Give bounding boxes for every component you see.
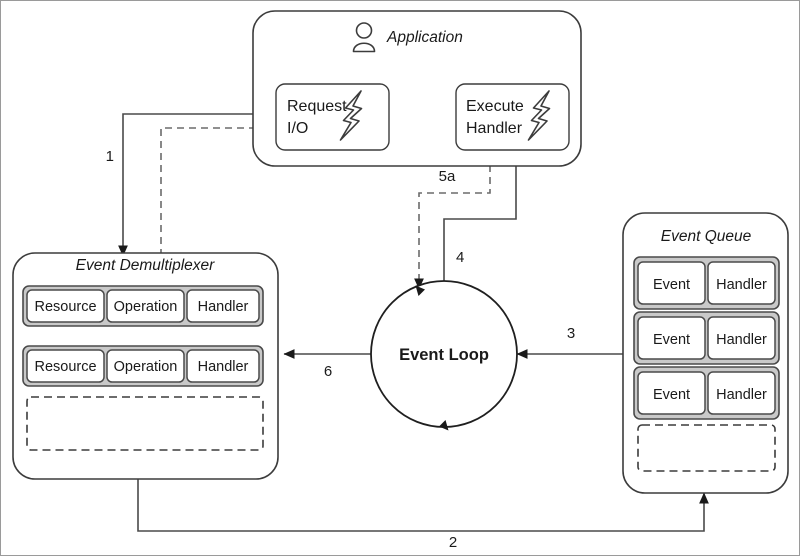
execute-handler-label-line2: Handler xyxy=(466,120,523,137)
event-demultiplexer-container[interactable]: Event Demultiplexer Resource Operation H… xyxy=(12,252,279,480)
execute-handler-label-line1: Execute xyxy=(466,98,524,115)
event-loop-node[interactable]: Event Loop xyxy=(370,280,518,431)
queue-cell-handler: Handler xyxy=(716,387,767,403)
event-demultiplexer-title: Event Demultiplexer xyxy=(76,257,216,274)
execute-handler-box[interactable]: Execute Handler xyxy=(455,83,570,151)
demux-row[interactable]: Resource Operation Handler xyxy=(22,285,264,327)
lightning-bolt-icon xyxy=(527,90,551,141)
request-io-label-line1: Request xyxy=(287,98,347,115)
step-label-6: 6 xyxy=(324,363,332,380)
demux-empty-slot[interactable] xyxy=(26,396,264,451)
queue-cell-event: Event xyxy=(653,332,690,348)
queue-empty-slot[interactable] xyxy=(637,424,776,472)
queue-row[interactable]: Event Handler xyxy=(633,366,780,420)
demux-cell-operation: Operation xyxy=(114,299,178,315)
queue-cell-handler: Handler xyxy=(716,332,767,348)
event-loop-rotation-arrow-bottom xyxy=(439,420,449,431)
connector-step-3: 3 xyxy=(516,325,623,359)
event-loop-label: Event Loop xyxy=(399,346,489,364)
application-container[interactable]: Application Request I/O Execute Handler xyxy=(252,10,582,167)
step-label-2: 2 xyxy=(449,534,457,551)
demux-cell-handler: Handler xyxy=(198,299,249,315)
event-queue-title: Event Queue xyxy=(661,228,752,245)
demux-row[interactable]: Resource Operation Handler xyxy=(22,345,264,387)
step-label-1: 1 xyxy=(106,148,114,165)
demux-cell-resource: Resource xyxy=(34,299,96,315)
person-icon xyxy=(352,22,376,53)
queue-row[interactable]: Event Handler xyxy=(633,256,780,310)
demux-cell-handler: Handler xyxy=(198,359,249,375)
connector-step-6: 6 xyxy=(283,349,371,380)
queue-cell-event: Event xyxy=(653,277,690,293)
demux-cell-resource: Resource xyxy=(34,359,96,375)
step-label-5a: 5a xyxy=(439,168,456,185)
demux-cell-operation: Operation xyxy=(114,359,178,375)
lightning-bolt-icon xyxy=(339,90,363,141)
connector-demux-to-request-io xyxy=(160,123,284,256)
step-label-3: 3 xyxy=(567,325,575,342)
event-loop-rotation-arrow-top xyxy=(415,285,425,296)
connector-step-2: 2 xyxy=(137,479,709,551)
queue-cell-handler: Handler xyxy=(716,277,767,293)
step-label-4: 4 xyxy=(456,249,464,266)
application-title: Application xyxy=(386,29,463,46)
request-io-box[interactable]: Request I/O xyxy=(275,83,390,151)
connector-step-1: 1 xyxy=(106,113,291,257)
queue-cell-event: Event xyxy=(653,387,690,403)
queue-row[interactable]: Event Handler xyxy=(633,311,780,365)
connector-step-5a: 5a xyxy=(414,153,491,290)
event-queue-container[interactable]: Event Queue Event Handler Event Handler xyxy=(622,212,789,494)
request-io-label-line2: I/O xyxy=(287,120,308,137)
